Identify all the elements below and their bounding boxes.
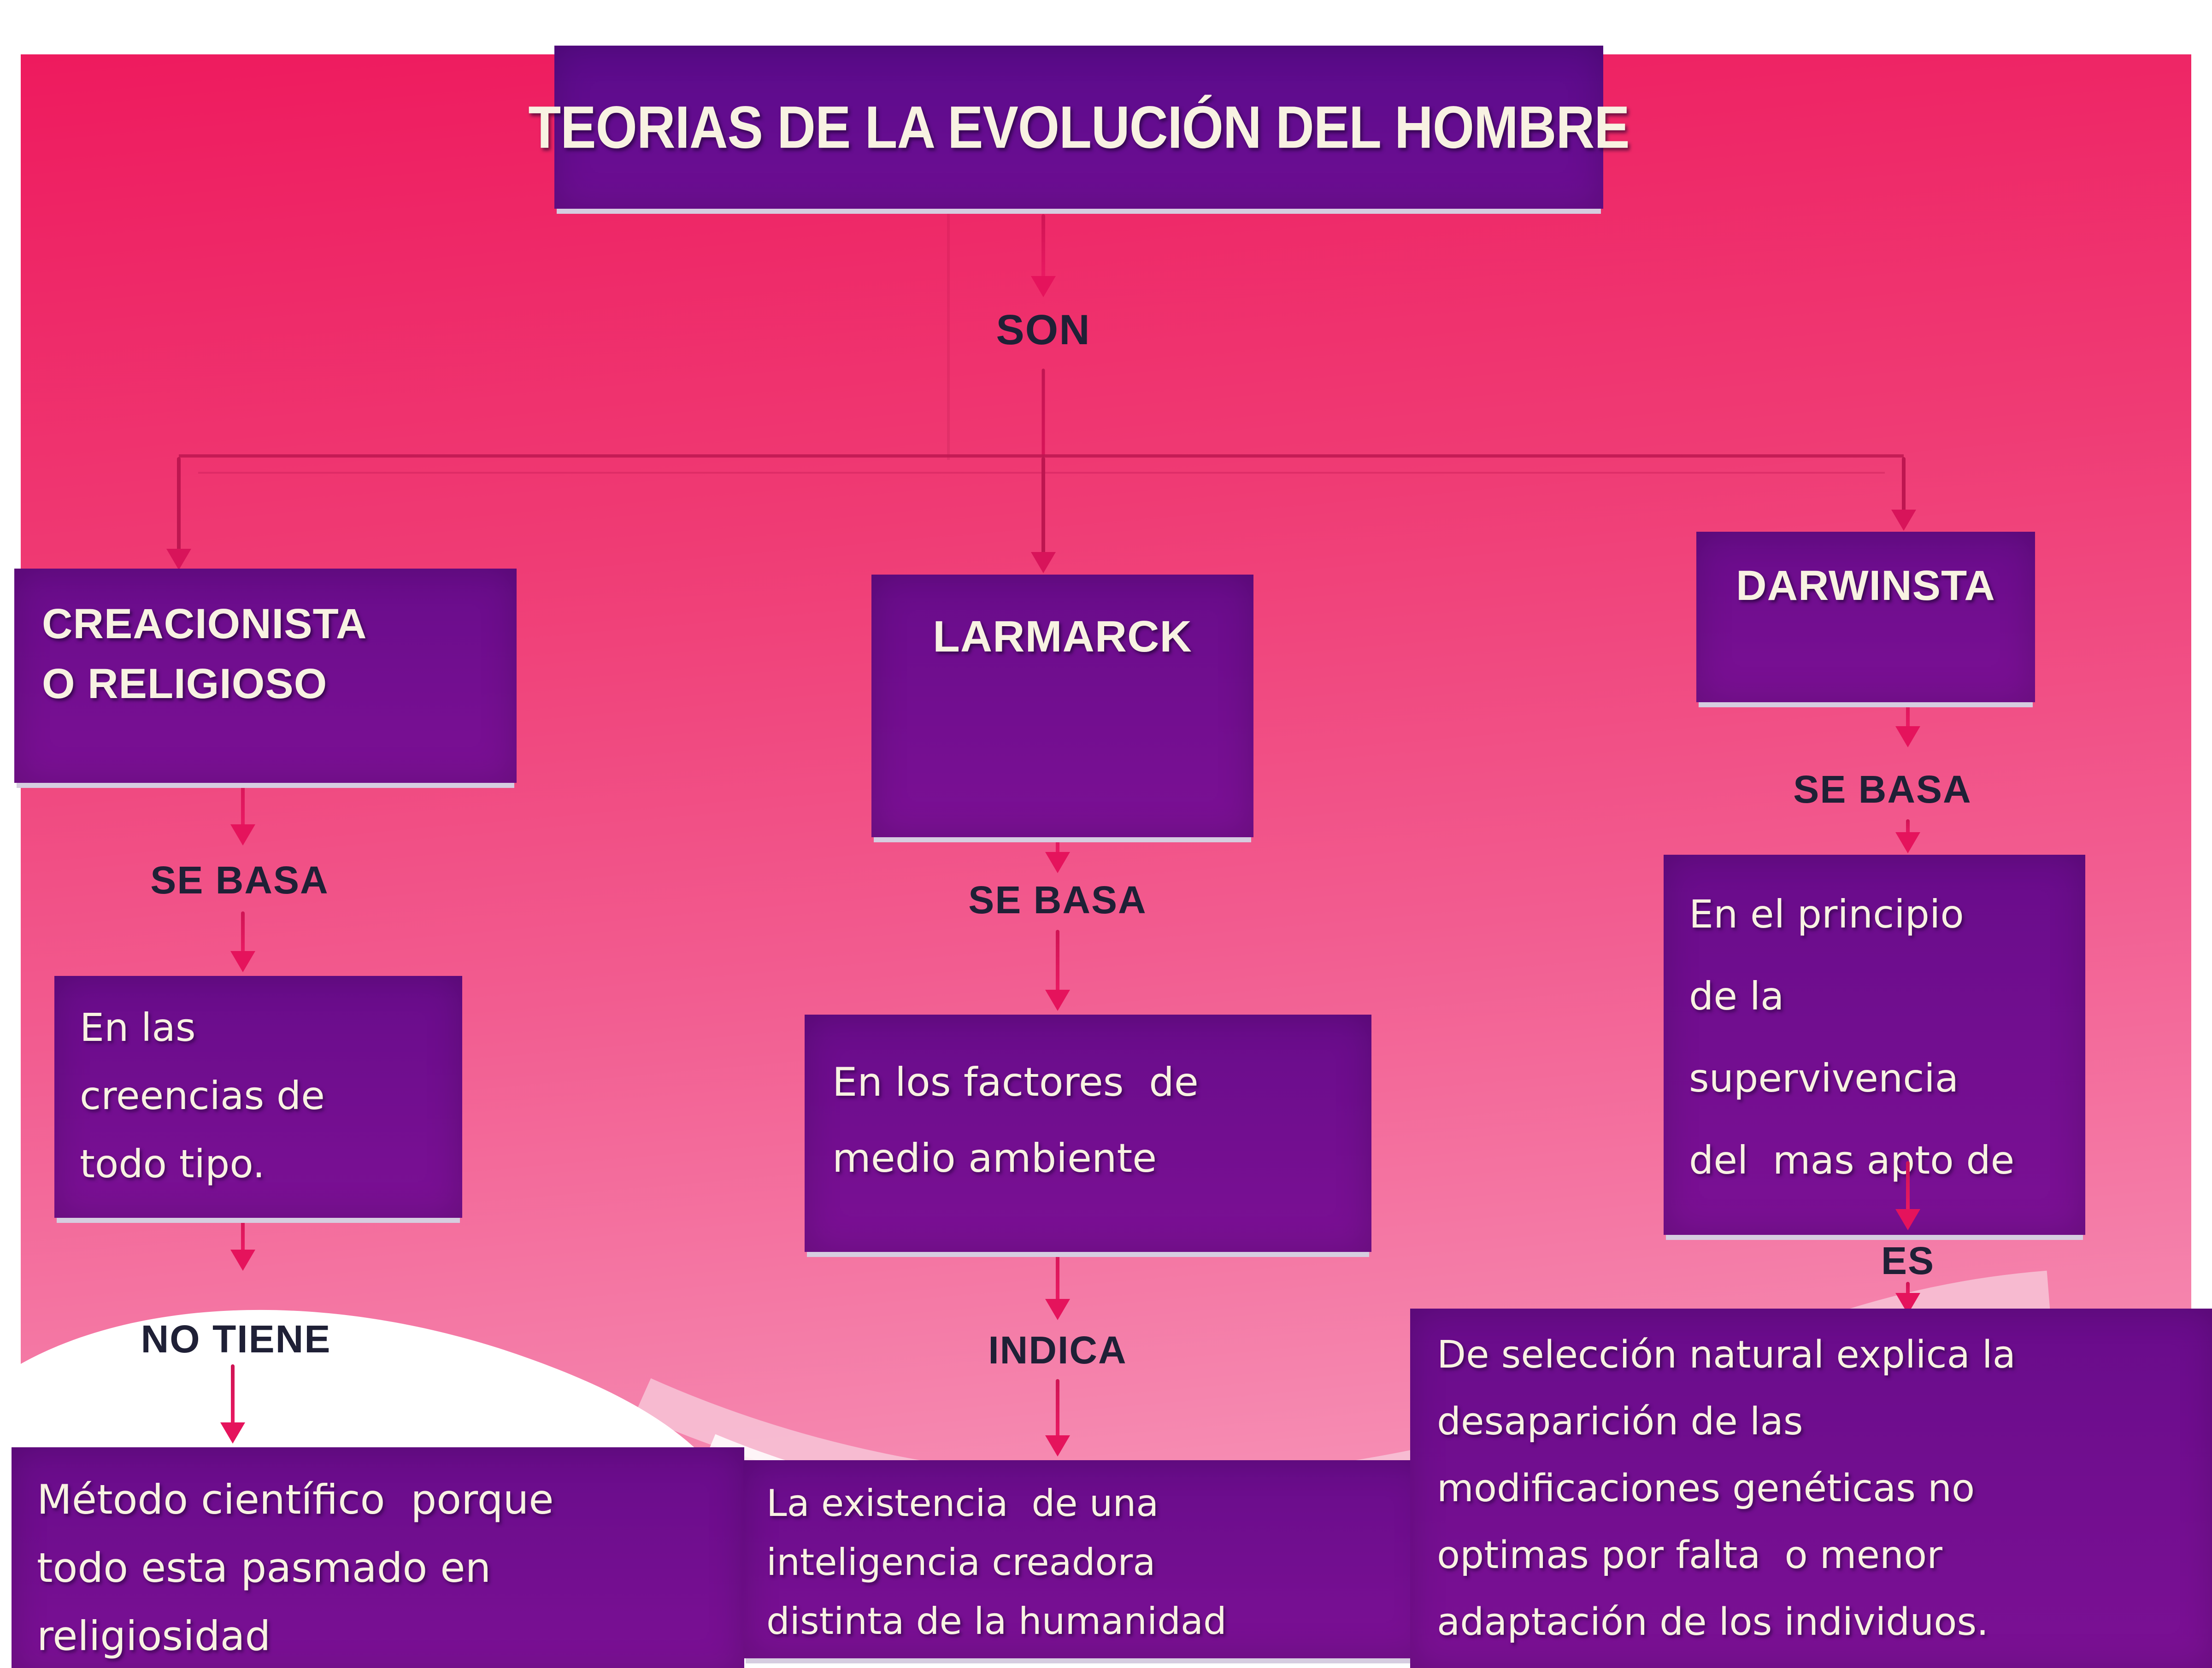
detail-text-line: Método científico porque (37, 1476, 554, 1523)
creacionista-sebasa-label: SE BASA (150, 858, 329, 902)
arrow-down-icon (229, 1203, 257, 1271)
darwinista-title-line: DARWINSTA (1736, 562, 1995, 609)
detail-text-line: adaptación de los individuos. (1437, 1600, 1989, 1644)
creacionista-detail-box: Método científico porque todo esta pasma… (12, 1447, 744, 1668)
arrow-down-icon (1044, 1379, 1071, 1457)
arrow-down-icon (1044, 1228, 1071, 1320)
basis-text-line: En las (80, 1005, 196, 1050)
basis-text-line: de la (1689, 974, 1784, 1019)
arrow-down-icon (165, 457, 193, 570)
arrow-down-icon (219, 1364, 247, 1444)
arrow-down-icon (229, 760, 257, 846)
arrow-down-icon (1030, 457, 1057, 573)
creacionista-title-line: O RELIGIOSO (42, 660, 328, 707)
arrow-down-icon (1030, 214, 1057, 297)
detail-text-line: De selección natural explica la (1437, 1333, 2016, 1377)
arrow-down-icon (1890, 457, 1918, 531)
detail-text-line: todo esta pasmado en (37, 1544, 491, 1592)
detail-text-line: inteligencia creadora (766, 1541, 1156, 1584)
darwinista-basis-box: En el principio de la supervivencia del … (1664, 855, 2085, 1235)
detail-text-line: optimas por falta o menor (1437, 1533, 1942, 1577)
basis-text-line: del mas apto de (1689, 1138, 2015, 1183)
background-fold-line (947, 54, 950, 460)
darwinista-header-box: DARWINSTA (1696, 532, 2035, 702)
detail-text-line: desaparición de las (1437, 1400, 1803, 1444)
basis-text-line: En los factores de (832, 1059, 1199, 1105)
detail-text-line: religiosidad (37, 1612, 271, 1660)
creacionista-notiene-label: NO TIENE (141, 1317, 331, 1361)
page-title: TEORIAS DE LA EVOLUCIÓN DEL HOMBRE (528, 94, 1630, 161)
darwinista-es-label: ES (1881, 1239, 1935, 1282)
lamarck-basis-box: En los factores de medio ambiente (805, 1015, 1371, 1252)
lamarck-title-line: LARMARCK (933, 612, 1192, 661)
darwinista-sebasa-label: SE BASA (1793, 768, 1972, 811)
arrow-down-icon (1894, 1161, 1922, 1230)
basis-text-line: medio ambiente (832, 1135, 1157, 1181)
darwinista-detail-box: De selección natural explica la desapari… (1410, 1309, 2212, 1668)
root-connector-label: SON (996, 306, 1091, 353)
lamarck-indica-label: INDICA (988, 1328, 1127, 1372)
basis-text-line: todo tipo. (80, 1141, 265, 1186)
branch-rail (179, 454, 1904, 458)
detail-text-line: distinta de la humanidad (766, 1600, 1227, 1643)
creacionista-header-box: CREACIONISTA O RELIGIOSO (14, 569, 517, 783)
creacionista-title-line: CREACIONISTA (42, 600, 367, 647)
title-box: TEORIAS DE LA EVOLUCIÓN DEL HOMBRE (528, 46, 1630, 209)
basis-text-line: supervivencia (1689, 1056, 1959, 1101)
lamarck-header-box: LARMARCK (871, 575, 1253, 837)
arrow-down-icon (229, 911, 257, 972)
basis-text-line: En el principio (1689, 892, 1964, 937)
arrow-down-icon (1044, 930, 1071, 1011)
detail-text-line: modificaciones genéticas no (1437, 1467, 1975, 1510)
basis-text-line: creencias de (80, 1073, 325, 1118)
detail-text-line: La existencia de una (766, 1482, 1159, 1525)
arrow-down-icon (1894, 819, 1922, 853)
lamarck-detail-box: La existencia de una inteligencia creado… (743, 1460, 1430, 1658)
connector-line (1041, 369, 1045, 457)
creacionista-basis-box: En las creencias de todo tipo. (54, 976, 462, 1218)
lamarck-sebasa-label: SE BASA (968, 878, 1147, 922)
